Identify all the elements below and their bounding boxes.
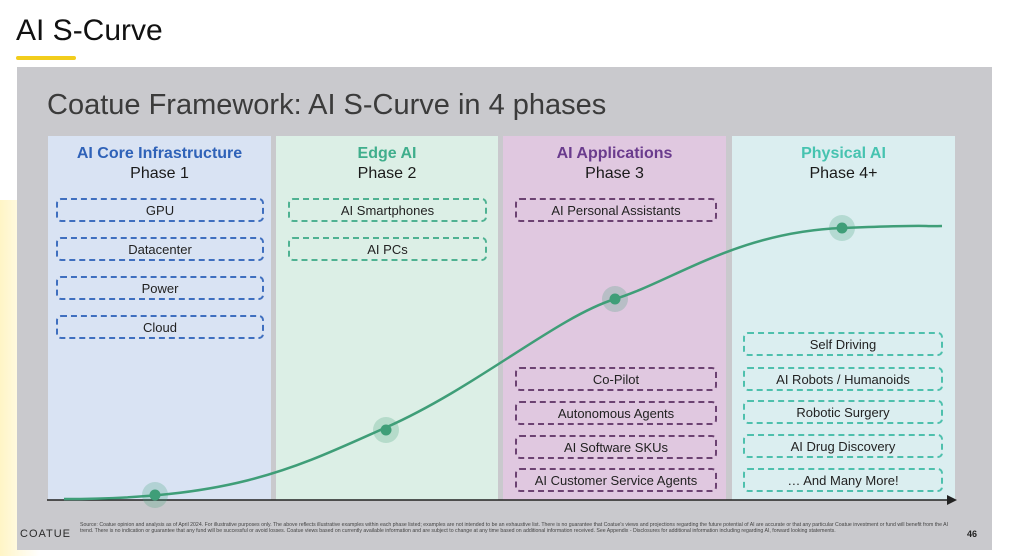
footer-disclaimer: Source: Coatue opinion and analysis as o… (80, 522, 949, 535)
page-number: 46 (967, 529, 978, 539)
milestone-marker (829, 215, 855, 241)
item-box: AI Software SKUs (515, 435, 717, 459)
phase-number: Phase 2 (357, 165, 417, 182)
item-box: AI Robots / Humanoids (743, 367, 943, 391)
phase-panel-core-infrastructure: AI Core Infrastructure Phase 1 GPU Datac… (48, 136, 271, 500)
item-box: … And Many More! (743, 468, 943, 492)
title-underline (16, 56, 76, 60)
item-box: Datacenter (56, 237, 264, 261)
item-box: Co-Pilot (515, 367, 717, 391)
milestone-marker (373, 417, 399, 443)
milestone-marker (602, 286, 628, 312)
phase-name: Edge AI (357, 145, 417, 162)
item-box: Power (56, 276, 264, 300)
item-box: AI PCs (288, 237, 487, 261)
item-box: AI Smartphones (288, 198, 487, 222)
coatue-logo: COATUE (20, 528, 72, 540)
phase-panel-ai-applications: AI Applications Phase 3 AI Personal Assi… (503, 136, 726, 500)
item-box: AI Drug Discovery (743, 434, 943, 458)
milestone-marker (142, 482, 168, 508)
phase-name: Physical AI (801, 145, 886, 162)
item-box: AI Customer Service Agents (515, 468, 717, 492)
page-title: AI S-Curve (16, 14, 163, 47)
s-curve-diagram (47, 215, 957, 508)
phase-number: Phase 1 (130, 165, 189, 182)
item-box: AI Personal Assistants (515, 198, 717, 222)
s-curve-line (63, 224, 943, 501)
phase-number: Phase 3 (585, 165, 644, 182)
item-box: GPU (56, 198, 264, 222)
phase-panel-edge-ai: Edge AI Phase 2 AI Smartphones AI PCs (276, 136, 498, 500)
phase-panel-physical-ai: Physical AI Phase 4+ Self Driving AI Rob… (732, 136, 955, 500)
x-axis-arrow (947, 495, 957, 505)
item-box: Robotic Surgery (743, 400, 943, 424)
phase-number: Phase 4+ (809, 165, 878, 182)
item-box: Self Driving (743, 332, 943, 356)
item-box: Autonomous Agents (515, 401, 717, 425)
slide-title: Coatue Framework: AI S-Curve in 4 phases (47, 89, 607, 121)
slide: Coatue Framework: AI S-Curve in 4 phases… (17, 67, 992, 550)
phase-name: AI Applications (556, 145, 673, 162)
item-box: Cloud (56, 315, 264, 339)
phase-name: AI Core Infrastructure (76, 145, 243, 162)
